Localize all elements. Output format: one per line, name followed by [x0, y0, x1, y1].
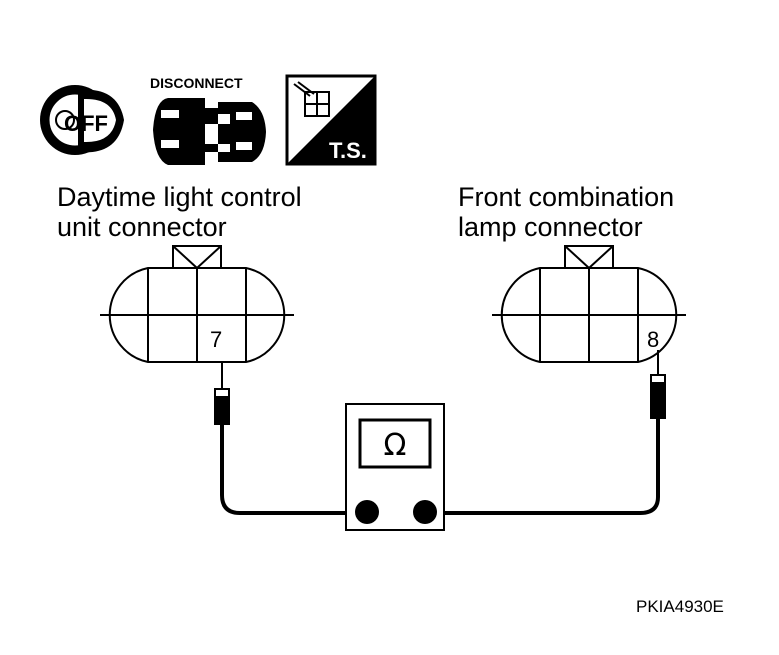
ohm-symbol: Ω	[384, 428, 407, 463]
figure-id: PKIA4930E	[636, 597, 724, 616]
ohmmeter: Ω	[345, 403, 445, 531]
right-probe	[650, 350, 666, 419]
right-pin-number: 8	[647, 327, 659, 352]
left-test-lead	[220, 425, 366, 515]
disconnect-text: DISCONNECT	[150, 75, 243, 91]
ts-text: T.S.	[329, 138, 367, 163]
left-connector	[100, 245, 294, 363]
left-label-line1: Daytime light control	[57, 182, 302, 212]
left-pin-number: 7	[210, 327, 222, 352]
left-label-line2: unit connector	[57, 212, 227, 242]
ignition-key-icon: OFF	[40, 85, 124, 155]
right-label-line2: lamp connector	[458, 212, 643, 242]
left-probe	[214, 362, 230, 425]
meter-terminal-left	[355, 500, 379, 524]
left-connector-label: Daytime light control unit connector	[57, 182, 302, 242]
ts-terminal-icon: T.S.	[285, 74, 377, 166]
right-connector-label: Front combination lamp connector	[458, 182, 674, 242]
disconnect-connector-icon: DISCONNECT	[150, 75, 266, 165]
right-test-lead	[426, 419, 660, 515]
ignition-off-text: OFF	[64, 111, 108, 136]
right-label-line1: Front combination	[458, 182, 675, 212]
meter-terminal-right	[413, 500, 437, 524]
right-connector	[492, 245, 686, 363]
